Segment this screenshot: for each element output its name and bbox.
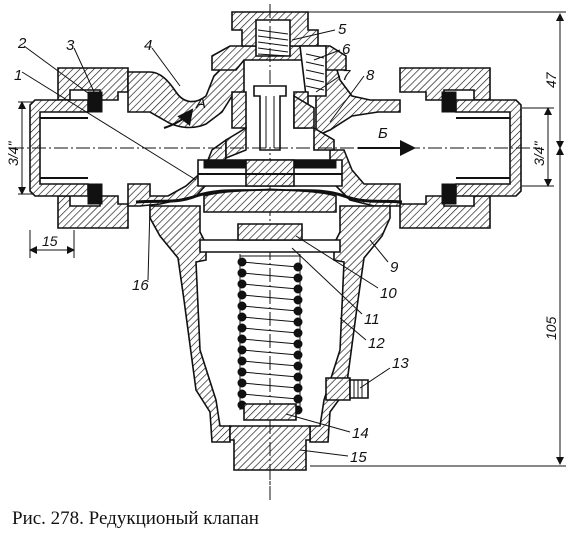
bottom-plug xyxy=(229,403,311,490)
callout-6: 6 xyxy=(342,41,351,58)
spring-coil-section xyxy=(237,345,247,355)
callout-7: 7 xyxy=(342,67,351,84)
callout-14: 14 xyxy=(352,425,369,442)
callout-1: 1 xyxy=(14,67,22,84)
spring-coil xyxy=(241,283,299,290)
spring-coil-section xyxy=(293,262,303,272)
spring-coil-section xyxy=(237,290,247,300)
dim-width-left: 15 xyxy=(42,233,58,249)
spring-coil-section xyxy=(293,295,303,305)
callout-10: 10 xyxy=(380,285,397,302)
spring-coil-section xyxy=(237,334,247,344)
spring-coil xyxy=(241,272,299,279)
spring-coil-section xyxy=(237,378,247,388)
spring-coil xyxy=(241,360,299,367)
callout-11: 11 xyxy=(364,311,380,328)
spring xyxy=(237,254,303,415)
spring-coil-section xyxy=(237,279,247,289)
spring-coil-section xyxy=(237,257,247,267)
callout-8: 8 xyxy=(366,67,375,84)
spring-coil-section xyxy=(293,350,303,360)
spring-coil-section xyxy=(293,361,303,371)
spring-coil xyxy=(241,316,299,323)
callout-2: 2 xyxy=(17,35,27,52)
spring-coil xyxy=(241,382,299,389)
spring-coil xyxy=(241,305,299,312)
spring-coil xyxy=(241,294,299,301)
spring-coil-section xyxy=(237,367,247,377)
dim-height-top: 47 xyxy=(543,71,559,88)
spring-coil-section xyxy=(293,284,303,294)
spring-housing xyxy=(149,205,391,443)
spring-coil-section xyxy=(237,268,247,278)
spring-coil-section xyxy=(293,328,303,338)
spring-coil-section xyxy=(293,372,303,382)
dim-height-total: 105 xyxy=(543,316,559,340)
callout-15: 15 xyxy=(350,449,367,466)
spring-coil-section xyxy=(237,323,247,333)
diaphragm xyxy=(135,188,403,213)
spring-coil-section xyxy=(293,339,303,349)
spring-coil-section xyxy=(293,306,303,316)
figure-caption: Рис. 278. Редукционый клапан xyxy=(12,508,259,529)
callout-labels: 1 2 3 4 5 6 7 8 9 10 11 12 13 14 15 16 A… xyxy=(14,21,409,466)
spring-coil xyxy=(241,349,299,356)
spring-coil xyxy=(241,393,299,400)
dim-pipe-right: 3/4" xyxy=(531,141,547,166)
spring-coil xyxy=(241,261,299,268)
flow-arrows xyxy=(163,108,416,156)
spring-coil-section xyxy=(293,273,303,283)
leader-lines xyxy=(21,29,391,457)
callout-5: 5 xyxy=(338,21,347,38)
callout-13: 13 xyxy=(392,355,409,372)
right-union xyxy=(399,67,522,229)
dimension-labels: 3/4" 3/4" 15 47 105 xyxy=(5,71,559,340)
valve-body xyxy=(127,45,401,207)
flow-label-a: A xyxy=(195,95,206,112)
top-bonnet xyxy=(231,4,327,500)
spring-coil-section xyxy=(293,394,303,404)
spring-coil-section xyxy=(237,301,247,311)
spring-coil-section xyxy=(237,312,247,322)
spring-coil-section xyxy=(237,389,247,399)
dimension-lines xyxy=(18,11,566,467)
stem-assembly xyxy=(197,85,343,187)
callout-3: 3 xyxy=(66,37,75,54)
callout-12: 12 xyxy=(368,335,385,352)
callout-9: 9 xyxy=(390,259,399,276)
spring-coil-section xyxy=(293,383,303,393)
callout-4: 4 xyxy=(144,37,152,54)
spring-coil xyxy=(241,371,299,378)
spring-coil xyxy=(241,338,299,345)
flow-label-b: Б xyxy=(378,125,388,142)
spring-coil xyxy=(241,327,299,334)
spring-coil-section xyxy=(237,356,247,366)
callout-16: 16 xyxy=(132,277,149,294)
dim-pipe-left: 3/4" xyxy=(5,141,21,166)
spring-coil-section xyxy=(293,317,303,327)
